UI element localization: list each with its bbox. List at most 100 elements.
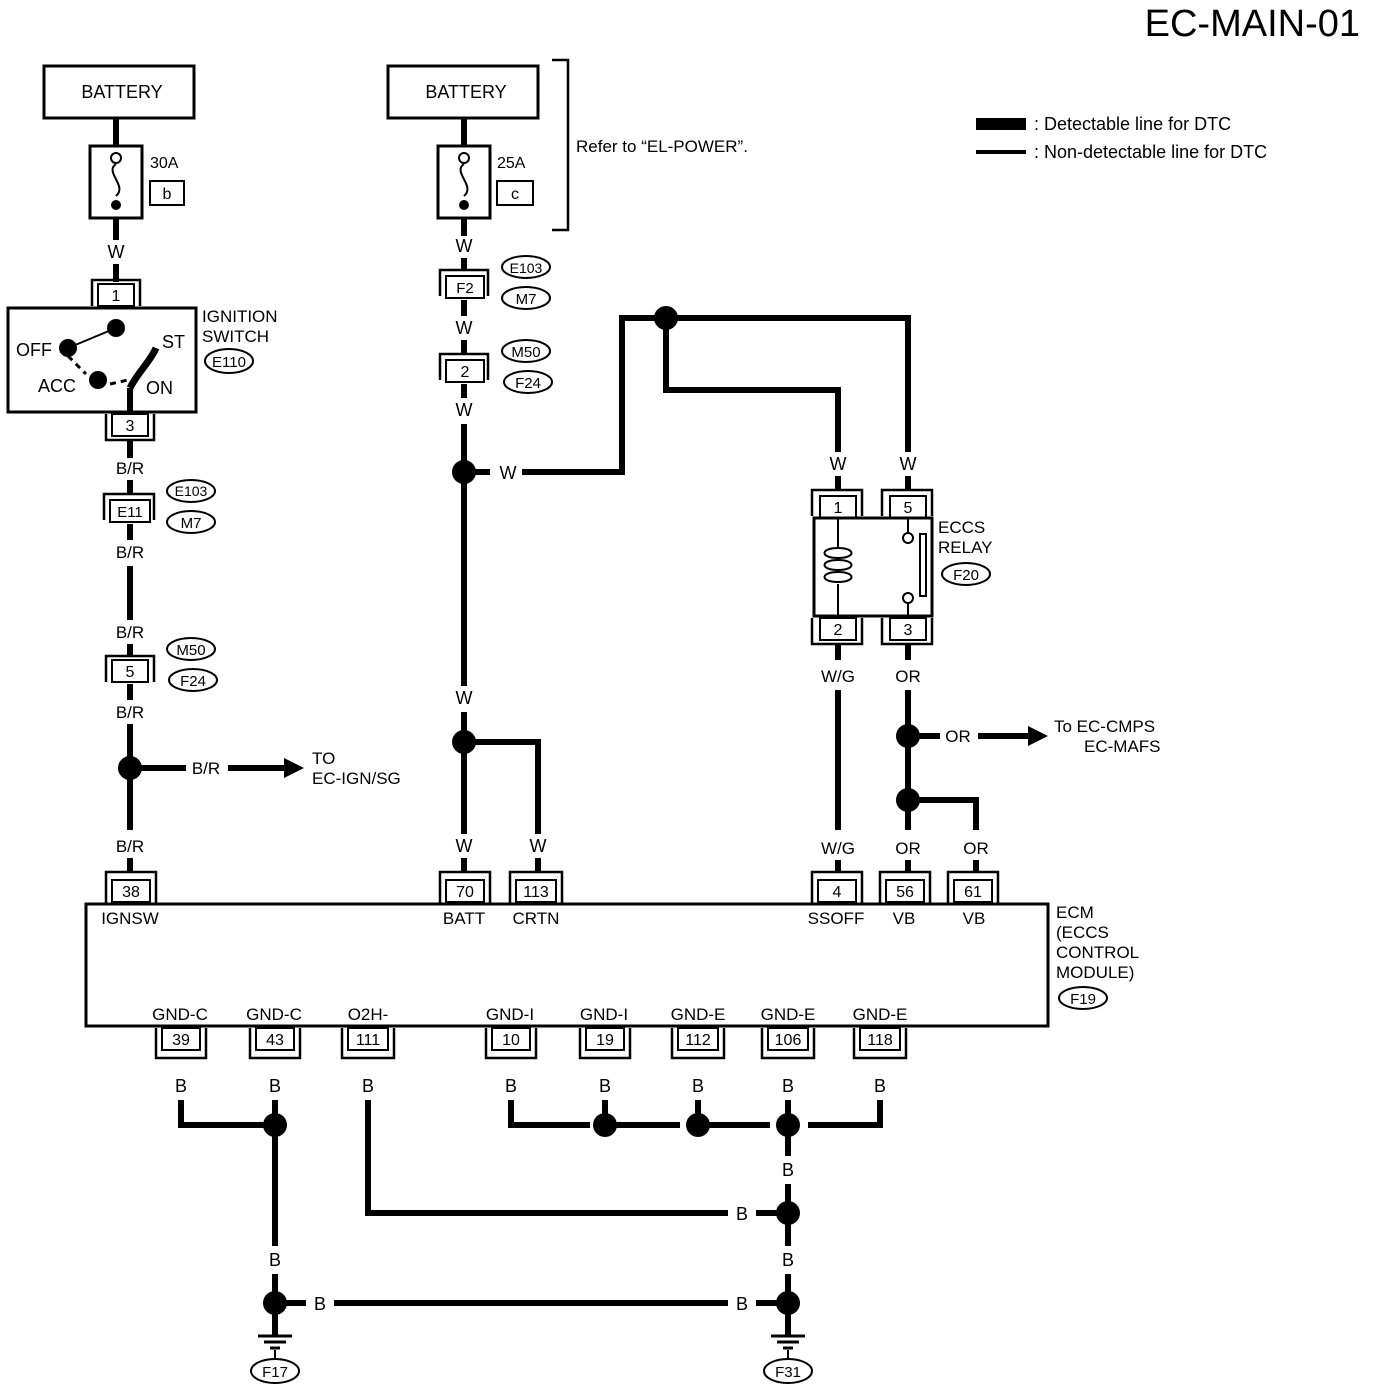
- battery-2: [386, 64, 540, 120]
- wire-label: B: [782, 1160, 794, 1180]
- pin-label: 118: [867, 1032, 893, 1049]
- wire-label: B: [505, 1076, 517, 1096]
- connector-label: E103: [175, 483, 208, 499]
- signal-label: GND-E: [671, 1005, 726, 1024]
- relay-title: ECCS: [938, 518, 985, 537]
- eccs-relay: [812, 516, 934, 618]
- pin-label: 19: [596, 1032, 614, 1049]
- ecm-pin-111: [347, 1027, 389, 1051]
- connector-label: M7: [181, 515, 202, 532]
- wire-label: B: [736, 1204, 748, 1224]
- pin-label: 43: [266, 1032, 284, 1049]
- pin-label: 5: [126, 664, 135, 681]
- wire-label: W/G: [821, 839, 855, 858]
- ecm-pin-106: [767, 1027, 809, 1051]
- ecm-connector: F19: [1070, 991, 1096, 1008]
- ecm-pin-38: [111, 879, 151, 903]
- ground-connector: F17: [262, 1364, 288, 1381]
- wire-label: B: [782, 1076, 794, 1096]
- ground-f31: F31: [763, 1334, 813, 1384]
- page-title: EC-MAIN-01: [1145, 3, 1360, 45]
- signal-label: GND-E: [761, 1005, 816, 1024]
- wire-label: B/R: [116, 543, 144, 562]
- ecm-pin-19: [585, 1027, 625, 1051]
- signal-label: GND-E: [853, 1005, 908, 1024]
- wire-label: W: [900, 454, 917, 474]
- legend: : Detectable line for DTC : Non-detectab…: [976, 114, 1267, 162]
- wire-label: B: [692, 1076, 704, 1096]
- pin-label: 113: [523, 884, 549, 901]
- battery-2-label: BATTERY: [425, 82, 506, 102]
- wire-label: B/R: [116, 459, 144, 478]
- ecm-pin-61: [953, 879, 993, 903]
- ecm-pin-39: [161, 1027, 201, 1051]
- legend-detectable: : Detectable line for DTC: [1034, 114, 1231, 134]
- connector-label: M50: [176, 642, 205, 659]
- ign-on-label: ON: [146, 378, 173, 398]
- ecm-top-signals: IGNSW BATT CRTN SSOFF VB VB: [101, 909, 985, 928]
- signal-label: SSOFF: [808, 909, 865, 928]
- ground-labels-top: B B B B B B B B: [175, 1076, 886, 1096]
- wire-label: W: [456, 236, 473, 256]
- ground-f17: F17: [250, 1334, 300, 1384]
- relay-pin-2: [819, 617, 857, 641]
- pin-label: 3: [904, 622, 913, 639]
- connector-label: M7: [516, 291, 537, 308]
- pin-label: 56: [896, 884, 914, 901]
- wire-label: W: [108, 242, 125, 262]
- relay-pin-3: [889, 617, 927, 641]
- ign-connector: E110: [212, 354, 246, 371]
- ecm-module: [84, 902, 1050, 1028]
- signal-label: GND-C: [152, 1005, 208, 1024]
- wire-label: OR: [963, 839, 989, 858]
- legend-nondetectable: : Non-detectable line for DTC: [1034, 142, 1267, 162]
- pin-label: E11: [117, 504, 143, 521]
- fuse-25a-rating: 25A: [497, 155, 526, 172]
- wire-label: B/R: [116, 703, 144, 722]
- wire-label: B: [314, 1294, 326, 1314]
- wire-label: OR: [945, 727, 971, 746]
- arrow-label: TO: [312, 749, 335, 768]
- ecm-title: MODULE): [1056, 963, 1134, 982]
- fuse-25a-id: c: [511, 186, 519, 203]
- wire-label: B: [269, 1076, 281, 1096]
- ecm-pin-56: [885, 879, 925, 903]
- wire-label: W: [530, 836, 547, 856]
- pin-label: 112: [685, 1032, 711, 1049]
- arrow-label: To EC-CMPS: [1054, 717, 1155, 736]
- pin-label: 2: [461, 364, 470, 381]
- ign-title: SWITCH: [202, 327, 269, 346]
- ecm-title: (ECCS: [1056, 923, 1109, 942]
- wire-label: B: [269, 1250, 281, 1270]
- ecm-bottom-signals: GND-C GND-C O2H- GND-I GND-I GND-E GND-E…: [152, 1005, 907, 1024]
- ecm-top-pins: 38 70 113 4 56 61: [104, 870, 1000, 904]
- pin-label: 5: [904, 500, 913, 517]
- ecm-title: ECM: [1056, 903, 1094, 922]
- ign-acc-label: ACC: [38, 376, 76, 396]
- ecm-pin-118: [859, 1027, 901, 1051]
- signal-label: O2H-: [348, 1005, 389, 1024]
- wire-label: W/G: [821, 667, 855, 686]
- pin-label: 4: [833, 884, 842, 901]
- wire-label: B: [599, 1076, 611, 1096]
- connector-label: F24: [180, 673, 206, 690]
- ground-connector: F31: [775, 1364, 801, 1381]
- ecm-pin-113: [515, 879, 557, 903]
- arrow-label: EC-IGN/SG: [312, 769, 401, 788]
- refer-note: Refer to “EL-POWER”.: [576, 137, 748, 156]
- wire-label: B: [874, 1076, 886, 1096]
- wire-label: B: [736, 1294, 748, 1314]
- wire-label: B: [782, 1250, 794, 1270]
- signal-label: IGNSW: [101, 909, 159, 928]
- battery-1: [42, 64, 196, 120]
- ign-pin-1: [97, 283, 135, 307]
- pin-label: 10: [502, 1032, 520, 1049]
- ecm-title: CONTROL: [1056, 943, 1139, 962]
- pin-label: 3: [126, 418, 135, 435]
- pin-label: 70: [456, 884, 474, 901]
- ecm-pin-4: [817, 879, 857, 903]
- wire-label: W: [456, 318, 473, 338]
- wire-label: OR: [895, 839, 921, 858]
- ecm-pin-10: [491, 1027, 531, 1051]
